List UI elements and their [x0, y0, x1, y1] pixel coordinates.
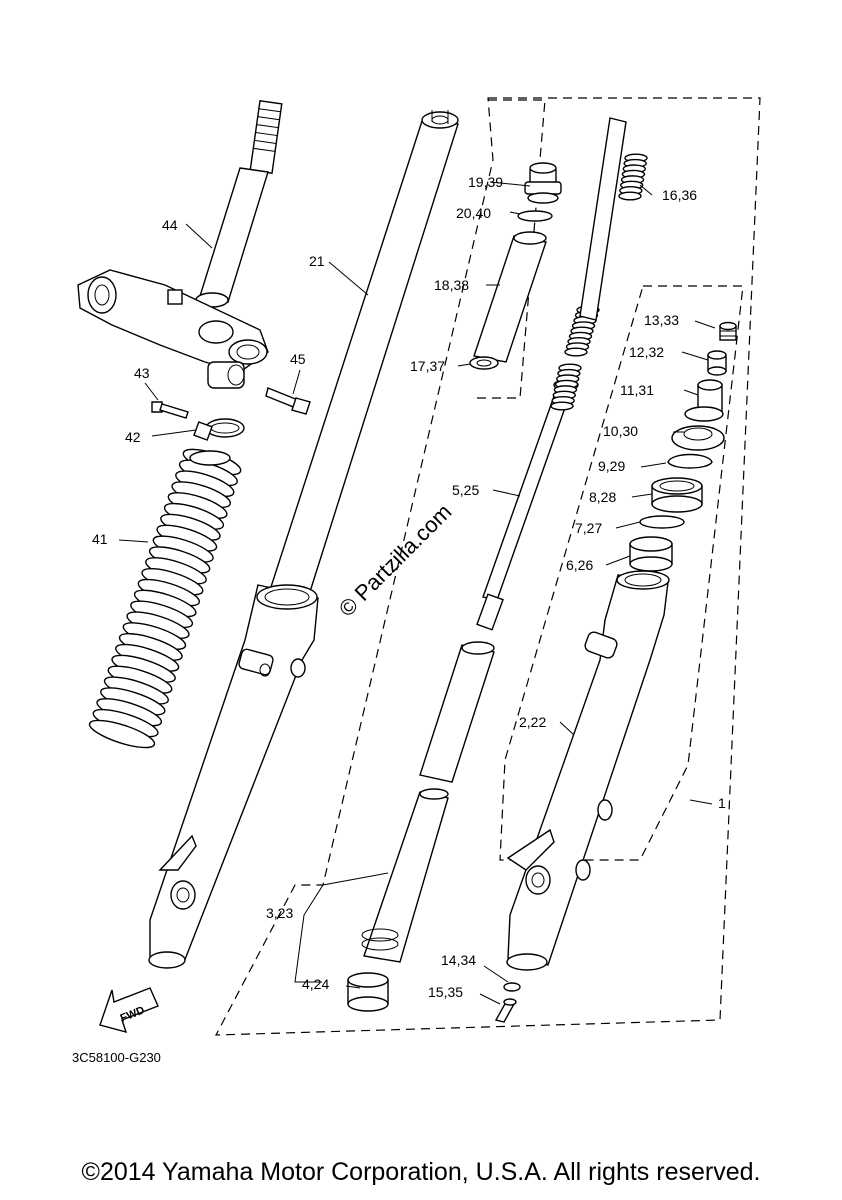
label-18-38: 18,38 — [434, 277, 469, 293]
part-labels: 1 2,22 3,23 4,24 5,25 6,26 7,27 8,28 9,2… — [92, 174, 726, 1000]
label-16-36: 16,36 — [662, 187, 697, 203]
damper-kit-outline — [472, 99, 546, 399]
label-13-33: 13,33 — [644, 312, 679, 328]
label-15-35: 15,35 — [428, 984, 463, 1000]
label-41: 41 — [92, 531, 108, 547]
bolt-45 — [265, 387, 311, 415]
fork-boot-41 — [88, 448, 242, 749]
label-1: 1 — [718, 795, 726, 811]
label-44: 44 — [162, 217, 178, 233]
label-7-27: 7,27 — [575, 520, 602, 536]
watermark: © Partzilla.com — [334, 499, 457, 622]
copyright-notice: ©2014 Yamaha Motor Corporation, U.S.A. A… — [81, 1158, 761, 1186]
label-9-29: 9,29 — [598, 458, 625, 474]
outer-tube-2-22 — [506, 570, 670, 971]
label-14-34: 14,34 — [441, 952, 476, 968]
bolt-43 — [151, 401, 189, 419]
inner-kit-outline — [499, 285, 744, 861]
leader-lines — [118, 181, 716, 1005]
outer-tube-3-23 — [361, 788, 449, 963]
fork-assembly-outline — [214, 97, 761, 1036]
steering-stem-44 — [195, 100, 283, 308]
label-43: 43 — [134, 365, 150, 381]
o-ring-20-40 — [517, 210, 553, 222]
label-12-32: 12,32 — [629, 344, 664, 360]
washer-17-37 — [469, 356, 499, 370]
damper-rod-5-25 — [476, 379, 579, 631]
clamp-42 — [193, 418, 245, 441]
bolt-15-35 — [494, 998, 517, 1023]
label-45: 45 — [290, 351, 306, 367]
inner-tube-right — [579, 117, 627, 321]
collar-18-38 — [473, 231, 547, 363]
label-10-30: 10,30 — [603, 423, 638, 439]
cover-11-31 — [684, 379, 724, 422]
label-4-24: 4,24 — [302, 976, 329, 992]
label-2-22: 2,22 — [519, 714, 546, 730]
label-11-31: 11,31 — [620, 382, 654, 398]
label-3-23: 3,23 — [266, 905, 293, 921]
washer-14-34 — [503, 982, 521, 992]
inner-tube-21 — [269, 110, 459, 599]
label-21: 21 — [309, 253, 325, 269]
circlip-9-29 — [667, 453, 713, 469]
label-20-40: 20,40 — [456, 205, 491, 221]
fwd-arrow-icon: FWD — [99, 987, 159, 1034]
under-bracket — [77, 269, 269, 389]
label-19-39: 19,39 — [468, 174, 503, 190]
diagram-code: 3C58100-G230 — [72, 1050, 161, 1065]
spacer-12-32 — [707, 350, 727, 376]
label-5-25: 5,25 — [452, 482, 479, 498]
spring-seat-13-33 — [719, 321, 737, 341]
outer-tube-left — [148, 584, 319, 969]
dust-seal-10-30 — [671, 425, 725, 451]
oil-seal-8-28 — [651, 477, 703, 513]
bushing-4-24 — [347, 972, 389, 1012]
label-42: 42 — [125, 429, 141, 445]
label-6-26: 6,26 — [566, 557, 593, 573]
assembly-outlines — [214, 97, 761, 1036]
cap-bolt-19-39 — [524, 162, 562, 204]
label-8-28: 8,28 — [589, 489, 616, 505]
damper-pipe-lower — [419, 641, 495, 783]
washer-7-27 — [639, 515, 685, 529]
fork-spring-16-36 — [550, 153, 648, 411]
label-17-37: 17,37 — [410, 358, 445, 374]
slide-metal-6-26 — [629, 536, 673, 572]
